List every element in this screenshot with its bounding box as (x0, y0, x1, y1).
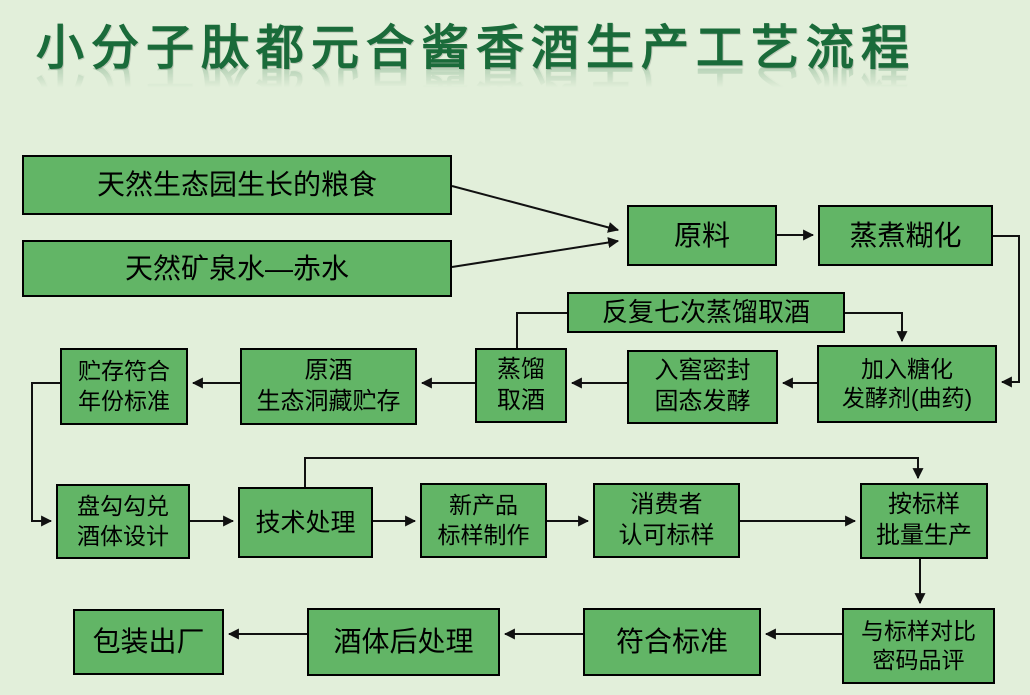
node-label: 入窖密封 (654, 357, 751, 385)
diagram-title: 小分子肽都元合酱香酒生产工艺流程 (36, 22, 917, 75)
node-label: 认可标样 (618, 521, 715, 549)
node-cave-storage: 原酒 生态洞藏贮存 (240, 348, 417, 425)
node-label: 与标样对比 (861, 617, 976, 644)
node-batch-production: 按标样 批量生产 (860, 483, 988, 559)
node-label: 年份标准 (78, 387, 170, 414)
node-consumer-approval: 消费者 认可标样 (593, 483, 740, 558)
node-label: 消费者 (630, 490, 703, 518)
node-label: 固态发酵 (654, 388, 751, 415)
node-label: 反复七次蒸馏取酒 (601, 296, 810, 327)
edge-repeat7-ferment (845, 312, 908, 343)
node-grain: 天然生态园生长的粮食 (22, 155, 452, 215)
node-new-product-sample: 新产品 标样制作 (420, 483, 547, 558)
node-blend-design: 盘勾勾兑 酒体设计 (56, 484, 190, 559)
edge-distill-repeat7 (516, 312, 567, 348)
node-tech-treatment: 技术处理 (238, 487, 373, 558)
node-label: 加入糖化 (861, 355, 953, 382)
node-steam-gelatinize: 蒸煮糊化 (818, 205, 993, 266)
node-compare-sample-taste: 与标样对比 密码品评 (842, 608, 995, 684)
node-label: 发酵剂(曲药) (841, 385, 973, 411)
node-label: 批量生产 (876, 522, 972, 549)
node-label: 包装出厂 (92, 626, 205, 658)
node-post-processing: 酒体后处理 (307, 608, 500, 676)
node-label: 按标样 (888, 491, 960, 519)
node-label: 贮存符合 (78, 358, 170, 385)
edge-grain-raw (451, 185, 620, 233)
node-label: 生态洞藏贮存 (256, 387, 401, 415)
node-add-ferment-agent: 加入糖化 发酵剂(曲药) (817, 345, 997, 423)
node-label: 原酒 (304, 356, 353, 384)
node-raw-material: 原料 (627, 205, 777, 266)
node-label: 蒸煮糊化 (849, 219, 962, 251)
node-label: 天然矿泉水—赤水 (124, 252, 349, 284)
node-label: 酒体后处理 (333, 626, 474, 658)
node-label: 新产品 (449, 492, 518, 519)
node-label: 符合标准 (615, 626, 728, 658)
node-packaging-shipment: 包装出厂 (73, 609, 224, 675)
node-label: 标样制作 (437, 521, 530, 548)
node-label: 技术处理 (255, 508, 356, 537)
node-water: 天然矿泉水—赤水 (22, 240, 452, 297)
node-label: 密码品评 (872, 647, 965, 673)
node-label: 取酒 (497, 386, 545, 414)
node-label: 蒸馏 (497, 355, 545, 383)
node-meets-standard: 符合标准 (583, 608, 761, 676)
node-label: 盘勾勾兑 (77, 493, 169, 520)
node-repeat-seven-distill: 反复七次蒸馏取酒 (567, 292, 845, 333)
node-cellar-fermentation: 入窖密封 固态发酵 (627, 350, 778, 424)
node-storage-standard: 贮存符合 年份标准 (60, 348, 188, 425)
node-label: 天然生态园生长的粮食 (96, 169, 377, 201)
node-distill-liquor: 蒸馏 取酒 (475, 348, 567, 423)
node-label: 原料 (673, 219, 730, 251)
node-label: 酒体设计 (77, 522, 169, 549)
edge-water-raw (451, 237, 620, 268)
